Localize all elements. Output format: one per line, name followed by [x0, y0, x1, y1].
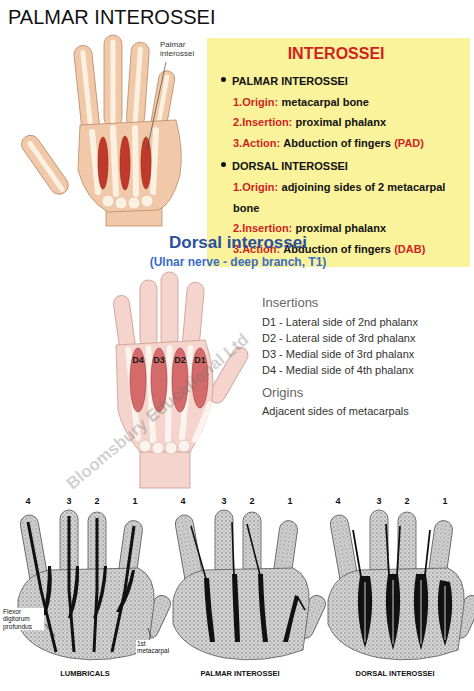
hand-outline	[18, 510, 173, 660]
box-line: 1.Origin: metacarpal bone	[215, 91, 462, 112]
leader-line	[45, 624, 55, 636]
callout-number: 2	[404, 496, 409, 506]
callout-number: 1	[442, 496, 447, 506]
box-line: 1.Origin:adjoining sides of 2 metacarpal…	[215, 176, 462, 218]
callout-number: 1	[132, 496, 137, 506]
callout-number: 3	[66, 496, 71, 506]
field-key: 1.Origin:	[233, 181, 278, 193]
callout-number: 3	[376, 496, 381, 506]
insertion-item: D1 - Lateral side of 2nd phalanx	[262, 316, 418, 329]
field-key: 2.Insertion:	[233, 222, 292, 234]
callout-number: 2	[94, 496, 99, 506]
box-line: PALMAR INTEROSSEI	[215, 70, 462, 91]
field-value: metacarpal bone	[282, 96, 369, 108]
bullet-dot	[221, 77, 226, 82]
callout-number: 1	[287, 496, 292, 506]
lumbricals-figure	[18, 510, 173, 660]
callout-label: Palmar interossei	[160, 40, 204, 58]
page-title: PALMAR INTEROSSEI	[8, 6, 215, 29]
field-key: 3.Action:	[233, 137, 280, 149]
hand-outline	[173, 510, 328, 660]
part-label: 1st metacarpal	[136, 640, 172, 655]
palmar-interossei-figure	[173, 510, 328, 660]
mnemonic-tag: (DAB)	[394, 243, 425, 255]
muscle-tendons	[353, 524, 430, 577]
box-heading: INTEROSSEI	[288, 45, 385, 62]
callout-number: 4	[25, 496, 30, 506]
field-value: Abduction of fingers	[283, 137, 391, 149]
ring-finger	[126, 42, 150, 128]
callout-number: 2	[249, 496, 254, 506]
bipennate-midlines	[365, 580, 445, 644]
list-heading: Insertions	[262, 296, 318, 311]
leader-line	[147, 62, 166, 150]
palm	[78, 120, 181, 212]
hand-outline	[328, 510, 474, 660]
palmar-hand-illustration	[18, 35, 181, 226]
lumbrical-muscles	[43, 566, 135, 618]
flexor-tendons	[28, 516, 134, 652]
dorsal-interossei-muscles	[358, 574, 452, 650]
figure-caption: LUMBRICALS	[60, 670, 110, 679]
figure-caption: PALMAR INTEROSSEI	[200, 670, 279, 679]
subheading: DORSAL INTEROSSEI	[232, 160, 348, 172]
muscle-tendons	[191, 522, 305, 610]
callout-number: 3	[221, 496, 226, 506]
mnemonic-tag: (PAD)	[394, 137, 424, 149]
muscle-label: D2	[174, 355, 186, 365]
field-value: proximal phalanx	[296, 222, 386, 234]
bullet-dot	[221, 162, 226, 167]
callout-number: 4	[335, 496, 340, 506]
field-key: 1.Origin:	[233, 96, 278, 108]
leader-line	[148, 628, 151, 637]
box-heading-line: INTEROSSEI	[215, 44, 462, 65]
forearm	[140, 440, 190, 488]
ring-finger	[140, 280, 157, 348]
subheading: PALMAR INTEROSSEI	[232, 75, 348, 87]
info-box: INTEROSSEI PALMAR INTEROSSEI 1.Origin: meta…	[207, 38, 470, 267]
origin-item: Adjacent sides of metacarpals	[262, 405, 409, 418]
carpal-bones	[102, 195, 153, 209]
dorsal-interossei-figure	[328, 510, 474, 660]
section-heading: Dorsal interossei	[169, 233, 307, 253]
part-label: Flexor digitorum profundus	[2, 608, 44, 630]
thumb	[18, 132, 72, 198]
insertion-item: D4 - Medial side of 4th phalanx	[262, 364, 414, 377]
metacarpal-bones	[92, 128, 156, 194]
index-finger	[73, 45, 100, 134]
insertion-item: D2 - Lateral side of 3rd phalanx	[262, 332, 415, 345]
figure-caption: DORSAL INTEROSSEI	[355, 670, 434, 679]
muscle-label: D3	[153, 355, 165, 365]
list-heading: Origins	[262, 386, 303, 401]
nerve-note: (Ulnar nerve - deep branch, T1)	[150, 256, 327, 270]
box-line: 3.Action:Abduction of fingers(PAD)	[215, 132, 462, 153]
insertion-item: D3 - Medial side of 3rd phalanx	[262, 348, 414, 361]
box-line: 2.Insertion: proximal phalanx	[215, 111, 462, 132]
palmar-interossei-muscles	[98, 136, 151, 190]
carpal-bones	[139, 440, 190, 454]
muscle-label: D4	[132, 355, 144, 365]
box-line: DORSAL INTEROSSEI	[215, 155, 462, 176]
field-value: proximal phalanx	[296, 116, 386, 128]
palmar-interossei-muscles	[204, 574, 299, 642]
middle-finger	[161, 272, 178, 348]
callout-number: 4	[180, 496, 185, 506]
middle-finger	[104, 35, 122, 127]
field-key: 2.Insertion:	[233, 116, 292, 128]
